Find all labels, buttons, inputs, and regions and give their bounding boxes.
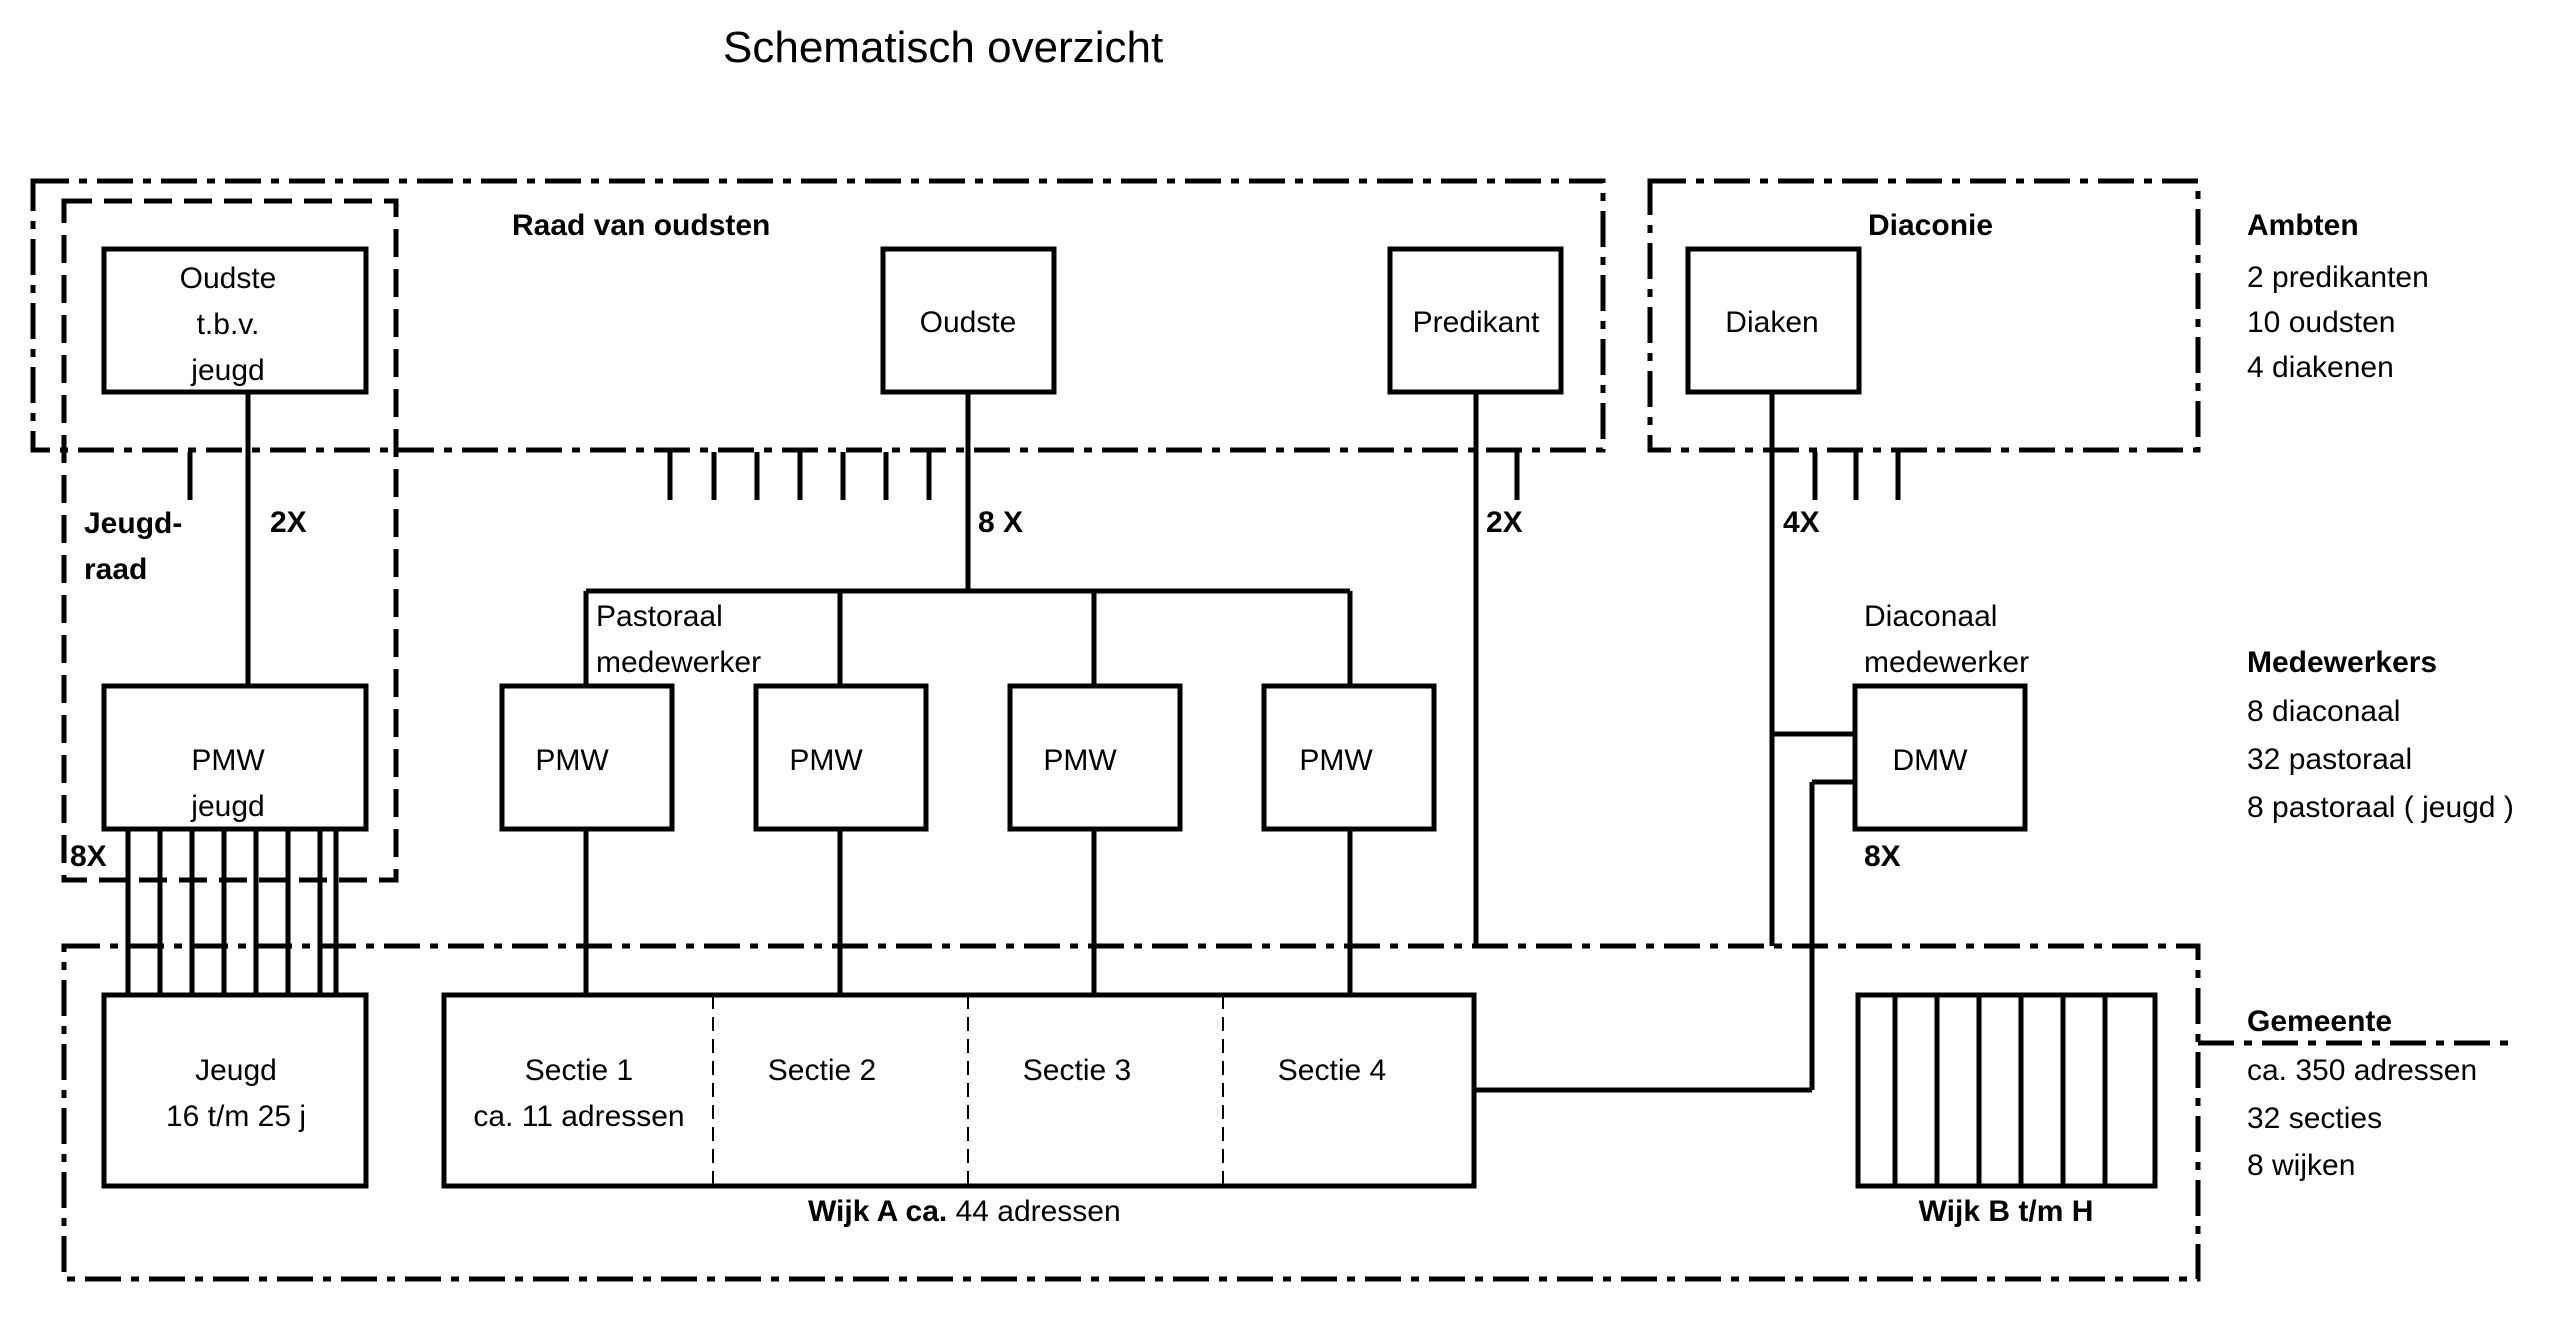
multiplier-predikant: 2X bbox=[1486, 506, 1523, 539]
sectie-3-label: Sectie 3 bbox=[1022, 1054, 1132, 1087]
pmw-jeugd-box bbox=[101, 683, 369, 832]
multiplier-diaken: 4X bbox=[1783, 506, 1820, 539]
pmw-label-3: PMW bbox=[1043, 744, 1117, 777]
multiplier-jeugd: 2X bbox=[270, 506, 307, 539]
jeugdraad-frame bbox=[61, 198, 399, 883]
wijk-a-caption-normal: 44 adressen bbox=[955, 1195, 1121, 1228]
diaconie-label: Diaconie bbox=[1868, 209, 1994, 242]
sectie-4-label: Sectie 4 bbox=[1277, 1054, 1387, 1087]
sectie-2-label: Sectie 2 bbox=[767, 1054, 877, 1087]
multiplier-oudsten: 8 X bbox=[978, 506, 1024, 539]
dmw-box bbox=[1852, 683, 2028, 832]
pmw-label-4: PMW bbox=[1299, 744, 1373, 777]
legend-gemeente-item: 8 wijken bbox=[2247, 1149, 2356, 1182]
raad-van-oudsten-label: Raad van oudsten bbox=[512, 209, 771, 242]
pmw-box-4 bbox=[1261, 683, 1437, 832]
wijk-a-box bbox=[441, 992, 1477, 1189]
legend-gemeente-item: ca. 350 adressen bbox=[2247, 1054, 2478, 1087]
wijk-a-caption-bold: Wijk A ca. bbox=[808, 1195, 948, 1228]
diaconie-frame bbox=[1647, 178, 2201, 453]
multiplier-dmw: 8X bbox=[1864, 840, 1901, 873]
pmw-label-2: PMW bbox=[789, 744, 863, 777]
legend-ambten-item: 4 diakenen bbox=[2247, 351, 2394, 384]
raad-van-oudsten-frame bbox=[30, 178, 1606, 453]
jeugdraad-label: Jeugd-raad bbox=[84, 507, 183, 586]
diaken-label: Diaken bbox=[1725, 306, 1819, 339]
dmw-label: DMW bbox=[1892, 744, 1968, 777]
legend-medewerkers-item: 8 pastoraal ( jeugd ) bbox=[2247, 791, 2514, 824]
legend-gemeente-item: 32 secties bbox=[2247, 1102, 2383, 1135]
legend-medewerkers-item: 32 pastoraal bbox=[2247, 743, 2413, 776]
page-title: Schematisch overzicht bbox=[723, 23, 1164, 72]
legend-medewerkers-heading: Medewerkers bbox=[2247, 646, 2438, 679]
oudste-jeugd-box bbox=[101, 246, 369, 395]
gemeente-frame bbox=[61, 943, 2201, 1282]
wijk-a-caption: Wijk A ca. 44 adressen bbox=[808, 1197, 1121, 1227]
multiplier-pmw-jeugd: 8X bbox=[70, 840, 107, 873]
wijk-b-caption: Wijk B t/m H bbox=[1918, 1195, 2094, 1228]
jeugd-box bbox=[101, 992, 369, 1189]
legend-medewerkers-item: 8 diaconaal bbox=[2247, 695, 2401, 728]
pmw-label-1: PMW bbox=[535, 744, 609, 777]
oudste-label: Oudste bbox=[919, 306, 1017, 339]
legend-ambten-item: 2 predikanten bbox=[2247, 261, 2429, 294]
oudste-box bbox=[880, 246, 1057, 395]
legend-ambten-heading: Ambten bbox=[2247, 209, 2359, 242]
legend-gemeente-heading: Gemeente bbox=[2247, 1005, 2393, 1038]
legend-ambten-item: 10 oudsten bbox=[2247, 306, 2396, 339]
predikant-label: Predikant bbox=[1412, 306, 1540, 339]
